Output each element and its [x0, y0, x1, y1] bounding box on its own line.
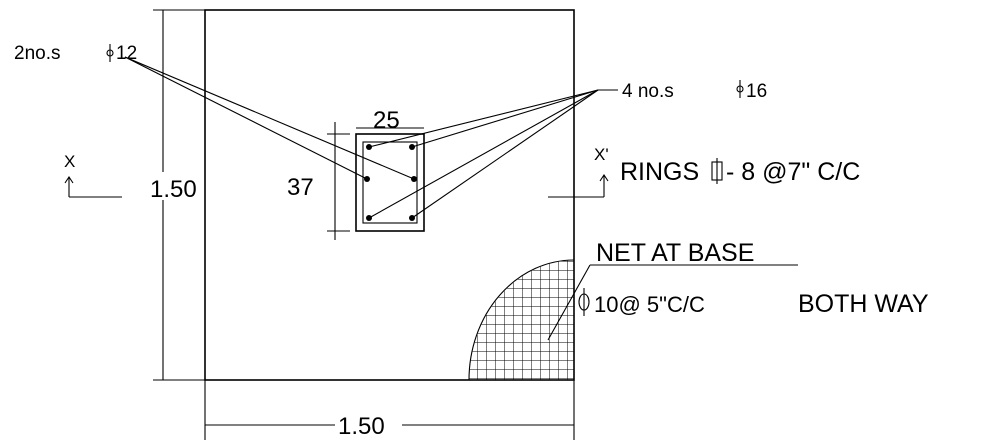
- corner-bar-leaders: [368, 89, 618, 219]
- horizontal-dimension: [204, 380, 575, 440]
- net-both-way: BOTH WAY: [798, 290, 929, 318]
- side-bar-dia: 12: [116, 43, 137, 64]
- side-bar-label: 2no.s: [14, 43, 60, 64]
- bar-dia-symbol-icon: [736, 80, 744, 98]
- rings-spec: - 8 @7" C/C: [726, 158, 860, 186]
- axis-x-right-label: X': [594, 145, 609, 164]
- net-dia-symbol-icon: [578, 288, 590, 316]
- column-width-label: 25: [373, 107, 400, 134]
- axis-x-left: [64, 176, 122, 198]
- column-depth-label: 37: [287, 174, 314, 201]
- bar-dia-symbol-icon: [106, 44, 114, 62]
- net-title: NET AT BASE: [596, 239, 754, 267]
- side-bar-leaders: [124, 56, 415, 180]
- base-net-hatch: [468, 259, 575, 381]
- horizontal-dimension-label: 1.50: [338, 413, 385, 440]
- column-section: [327, 122, 425, 240]
- axis-x-right: [548, 174, 609, 198]
- vertical-dimension: [153, 9, 205, 381]
- net-leader: [547, 264, 798, 341]
- rebars: [364, 144, 417, 221]
- vertical-dimension-label: 1.50: [150, 176, 197, 203]
- rings-label: RINGS: [620, 158, 699, 186]
- corner-bar-dia: 16: [746, 81, 767, 102]
- axis-x-left-label: X: [64, 152, 75, 171]
- corner-bar-label: 4 no.s: [622, 81, 674, 102]
- footing-outline: [204, 9, 575, 381]
- net-spec: 10@ 5"C/C: [594, 292, 705, 317]
- ring-dia-symbol-icon: [711, 158, 723, 184]
